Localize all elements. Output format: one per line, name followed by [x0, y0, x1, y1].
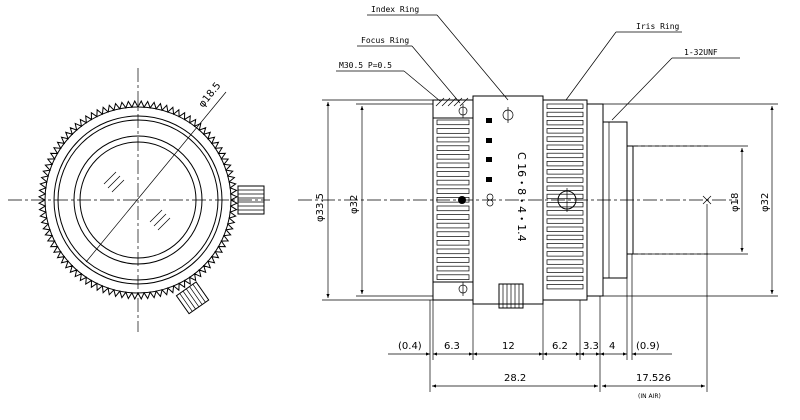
- front-thread-hatch: [435, 97, 469, 107]
- focus-ring-label: Focus Ring: [361, 36, 409, 45]
- unf-thread-callout-leader: [611, 57, 673, 121]
- front-bezel-circle: [57, 119, 219, 281]
- image-plane-marker: [702, 195, 712, 205]
- dim-focus-ring-width: 6.3: [444, 341, 460, 352]
- iris-ring-callout-leader: [565, 31, 617, 101]
- metric-thread-label: M30.5 P=0.5: [339, 61, 392, 70]
- dim-overall-length: 28.2: [504, 373, 526, 384]
- dim-back-focus: 17.526: [636, 373, 671, 384]
- front-outer-circle: [44, 106, 232, 294]
- side-view: C 16・8・4・1.4: [298, 5, 778, 400]
- index-mark: [502, 107, 514, 123]
- aperture-scale-marking: C 16・8・4・1.4: [515, 152, 528, 242]
- horizontal-extension-lines: [429, 204, 708, 392]
- front-bottom-knob: [175, 281, 210, 315]
- index-ring-label: Index Ring: [371, 5, 419, 14]
- focus-bottom-index-mark: [458, 282, 468, 296]
- dim-index-ring-width: 12: [502, 341, 515, 352]
- front-glass-outer-circle: [73, 135, 203, 265]
- infinity-mark: [486, 193, 494, 207]
- metric-thread-callout-leader: [403, 70, 441, 102]
- dim-iris-ring-width: 6.2: [552, 341, 568, 352]
- front-glass-circle: [79, 141, 197, 259]
- index-ring-callout-leader: [436, 14, 509, 101]
- dim-rear-gap: (0.9): [636, 341, 660, 352]
- dim-mount-width: 4: [609, 341, 615, 352]
- dim-mount-diameter-label: φ32: [760, 193, 771, 212]
- dim-rear-body-width: 3.3: [583, 341, 599, 352]
- iris-ring-knurl: [546, 103, 584, 290]
- front-diameter-label: φ18.5: [197, 81, 224, 110]
- dim-body-diameter-label: φ32: [349, 195, 360, 214]
- focus-ring-knurl: [436, 119, 470, 280]
- front-diameter-leader: [85, 91, 227, 263]
- iris-lock-knob: [557, 188, 577, 212]
- iris-ring-label: Iris Ring: [636, 22, 680, 31]
- front-view: φ18.5: [8, 68, 270, 332]
- front-right-knob: [237, 185, 265, 215]
- dim-focus-gap: (0.4): [398, 341, 422, 352]
- unf-thread-label: 1-32UNF: [684, 48, 718, 57]
- focus-dot-marker: [458, 196, 466, 204]
- front-ring-inner-circle: [53, 115, 223, 285]
- focus-top-index-mark: [458, 104, 468, 118]
- focus-ring-callout-leader: [411, 45, 461, 104]
- dim-back-focus-note: (IN AIR): [638, 393, 661, 400]
- dim-rear-diameter-label: φ18: [730, 193, 741, 212]
- focus-scale-ticks: [486, 118, 492, 182]
- index-lock-screw: [498, 283, 524, 309]
- focus-ring-bottom-band: [432, 281, 474, 301]
- dim-outer-diameter-label: φ33.5: [315, 193, 326, 222]
- glass-reflection-marks: [103, 171, 171, 231]
